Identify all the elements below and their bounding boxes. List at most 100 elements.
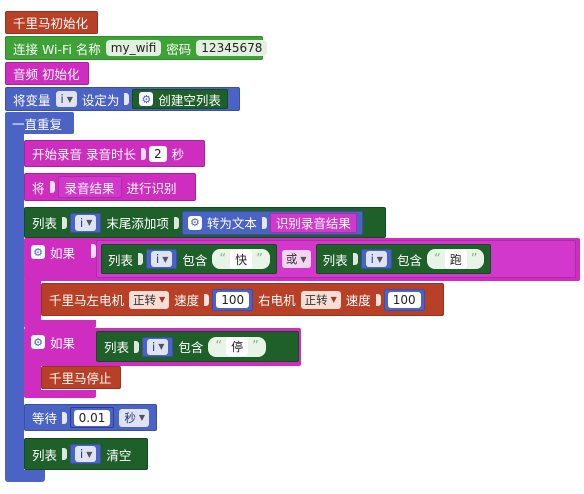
if-block-2-spine — [24, 364, 41, 392]
duration-input[interactable]: 2 — [148, 145, 167, 162]
socket-notch — [62, 411, 67, 424]
stop-label: 千里马停止 — [49, 371, 112, 386]
text-literal-block[interactable]: “ 停 ” — [208, 336, 266, 357]
recording-result-label: 录音结果 — [64, 180, 115, 196]
forever-loop-block[interactable] — [5, 112, 74, 134]
quote-open-icon: “ — [219, 251, 227, 267]
logic-operator-dropdown[interactable]: 或▼ — [281, 250, 311, 268]
wifi-connect-block[interactable]: 连接 Wi-Fi 名称 my_wifi 密码 12345678 — [5, 36, 268, 60]
start-recording-label: 开始录音 录音时长 — [32, 147, 136, 162]
right-speed-input[interactable]: 100 — [387, 291, 421, 308]
left-speed-input[interactable]: 100 — [216, 291, 250, 308]
socket-notch — [62, 216, 68, 229]
socket-notch — [140, 147, 146, 160]
right-speed-label: 速度 — [345, 293, 371, 308]
number-block[interactable]: 100 — [383, 288, 425, 311]
list-append-block[interactable]: 列表 i▼ 末尾添加项 ⚙ 转为文本 识别录音结果 — [24, 207, 386, 238]
if-label: 如果 — [50, 335, 76, 351]
gear-icon[interactable]: ⚙ — [187, 215, 202, 230]
to-text-block[interactable]: ⚙ 转为文本 识别录音结果 — [181, 210, 363, 235]
recognize-result-block[interactable]: 识别录音结果 — [269, 212, 357, 233]
variable-block[interactable]: i▼ — [146, 249, 178, 269]
stop-block[interactable]: 千里马停止 — [41, 366, 121, 389]
list-label: 列表 — [104, 340, 130, 355]
if-header: ⚙ 如果 — [28, 242, 78, 262]
if-header: ⚙ 如果 — [28, 332, 78, 352]
forever-loop-label: 一直重复 — [12, 116, 63, 132]
gear-icon[interactable]: ⚙ — [31, 245, 45, 259]
chevron-down-icon: ▼ — [158, 342, 165, 351]
text-field[interactable]: 快 — [230, 249, 253, 269]
recognize-block[interactable]: 将 录音结果 进行识别 — [24, 173, 196, 201]
list-label: 列表 — [32, 447, 58, 463]
variable-dropdown[interactable]: i▼ — [55, 91, 77, 107]
chevron-down-icon: ▼ — [162, 254, 169, 264]
socket-notch — [62, 448, 68, 460]
quote-close-icon: ” — [252, 339, 259, 354]
set-to-label: 设定为 — [81, 92, 120, 108]
text-literal-block[interactable]: “ 跑 ” — [426, 249, 485, 269]
text-field[interactable]: 跑 — [444, 249, 467, 269]
forever-loop-footer — [5, 470, 45, 482]
variable-dropdown[interactable]: i▼ — [75, 446, 97, 462]
set-variable-block[interactable]: 将变量 i▼ 设定为 ⚙ 创建空列表 — [5, 87, 240, 111]
motor-block[interactable]: 千里马左电机 正转▼ 速度 100 右电机 正转▼ 速度 100 — [41, 283, 444, 316]
variable-block[interactable]: i▼ — [70, 212, 102, 233]
chevron-down-icon: ▼ — [376, 254, 383, 264]
list-contains-block-1[interactable]: 列表 i▼ 包含 “ 快 ” — [101, 244, 277, 274]
socket-notch — [375, 293, 381, 306]
seconds-label: 秒 — [171, 147, 185, 162]
chevron-down-icon: ▼ — [138, 413, 145, 422]
recording-result-block[interactable]: 录音结果 — [57, 176, 122, 198]
time-unit-dropdown[interactable]: 秒▼ — [119, 408, 149, 427]
init-block[interactable]: 千里马初始化 — [5, 11, 98, 34]
socket-notch — [204, 293, 210, 306]
variable-block[interactable]: i▼ — [142, 336, 174, 357]
if-block-1-spine — [24, 280, 41, 322]
variable-block[interactable]: i▼ — [360, 249, 392, 269]
gear-icon[interactable]: ⚙ — [139, 92, 154, 106]
variable-dropdown[interactable]: i▼ — [147, 338, 169, 355]
or-block[interactable]: 列表 i▼ 包含 “ 快 ” 或▼ 列表 i▼ 包含 “ 跑 ” — [96, 240, 576, 278]
left-direction-dropdown[interactable]: 正转▼ — [129, 290, 170, 309]
text-literal-block[interactable]: “ 快 ” — [212, 249, 270, 269]
variable-block[interactable]: i▼ — [70, 444, 102, 464]
number-block[interactable]: 100 — [212, 288, 254, 311]
variable-dropdown[interactable]: i▼ — [75, 214, 97, 231]
variable-dropdown[interactable]: i▼ — [365, 251, 387, 267]
wait-value-input[interactable]: 0.01 — [73, 409, 111, 426]
gear-icon[interactable]: ⚙ — [31, 335, 45, 349]
audio-init-label: 音频 初始化 — [13, 67, 80, 82]
list-label: 列表 — [108, 252, 134, 268]
list-contains-block-3[interactable]: 列表 i▼ 包含 “ 停 ” — [96, 331, 299, 362]
wait-block[interactable]: 等待 0.01 秒▼ — [24, 404, 157, 431]
password-label: 密码 — [166, 41, 192, 57]
speed-label: 速度 — [174, 293, 200, 308]
ssid-field[interactable]: my_wifi — [105, 40, 162, 56]
number-block[interactable]: 0.01 — [69, 407, 115, 428]
right-direction-dropdown[interactable]: 正转▼ — [300, 290, 341, 309]
create-empty-list-label: 创建空列表 — [158, 92, 221, 108]
chevron-down-icon: ▼ — [300, 254, 307, 264]
list-clear-block[interactable]: 列表 i▼ 清空 — [24, 438, 148, 470]
right-motor-label: 右电机 — [258, 293, 296, 308]
text-field[interactable]: 停 — [226, 337, 249, 356]
list-contains-block-2[interactable]: 列表 i▼ 包含 “ 跑 ” — [315, 244, 492, 274]
start-recording-block[interactable]: 开始录音 录音时长 2 秒 — [24, 140, 205, 167]
clear-label: 清空 — [106, 447, 132, 463]
to-text-label: 转为文本 — [206, 216, 257, 231]
left-motor-label: 千里马左电机 — [49, 293, 125, 308]
recognize-result-label: 识别录音结果 — [275, 216, 351, 231]
chevron-down-icon: ▼ — [330, 295, 337, 304]
list-label: 列表 — [322, 252, 348, 268]
socket-notch — [124, 93, 130, 105]
socket-notch — [49, 181, 55, 193]
socket-notch — [261, 216, 267, 229]
if-block-1-footer — [24, 320, 96, 328]
audio-init-block[interactable]: 音频 初始化 — [5, 62, 89, 85]
recognize-suffix: 进行识别 — [126, 180, 177, 196]
chevron-down-icon: ▼ — [66, 94, 73, 104]
create-empty-list-block[interactable]: ⚙ 创建空列表 — [132, 89, 228, 109]
variable-dropdown[interactable]: i▼ — [151, 251, 173, 267]
password-field[interactable]: 12345678 — [196, 40, 268, 56]
